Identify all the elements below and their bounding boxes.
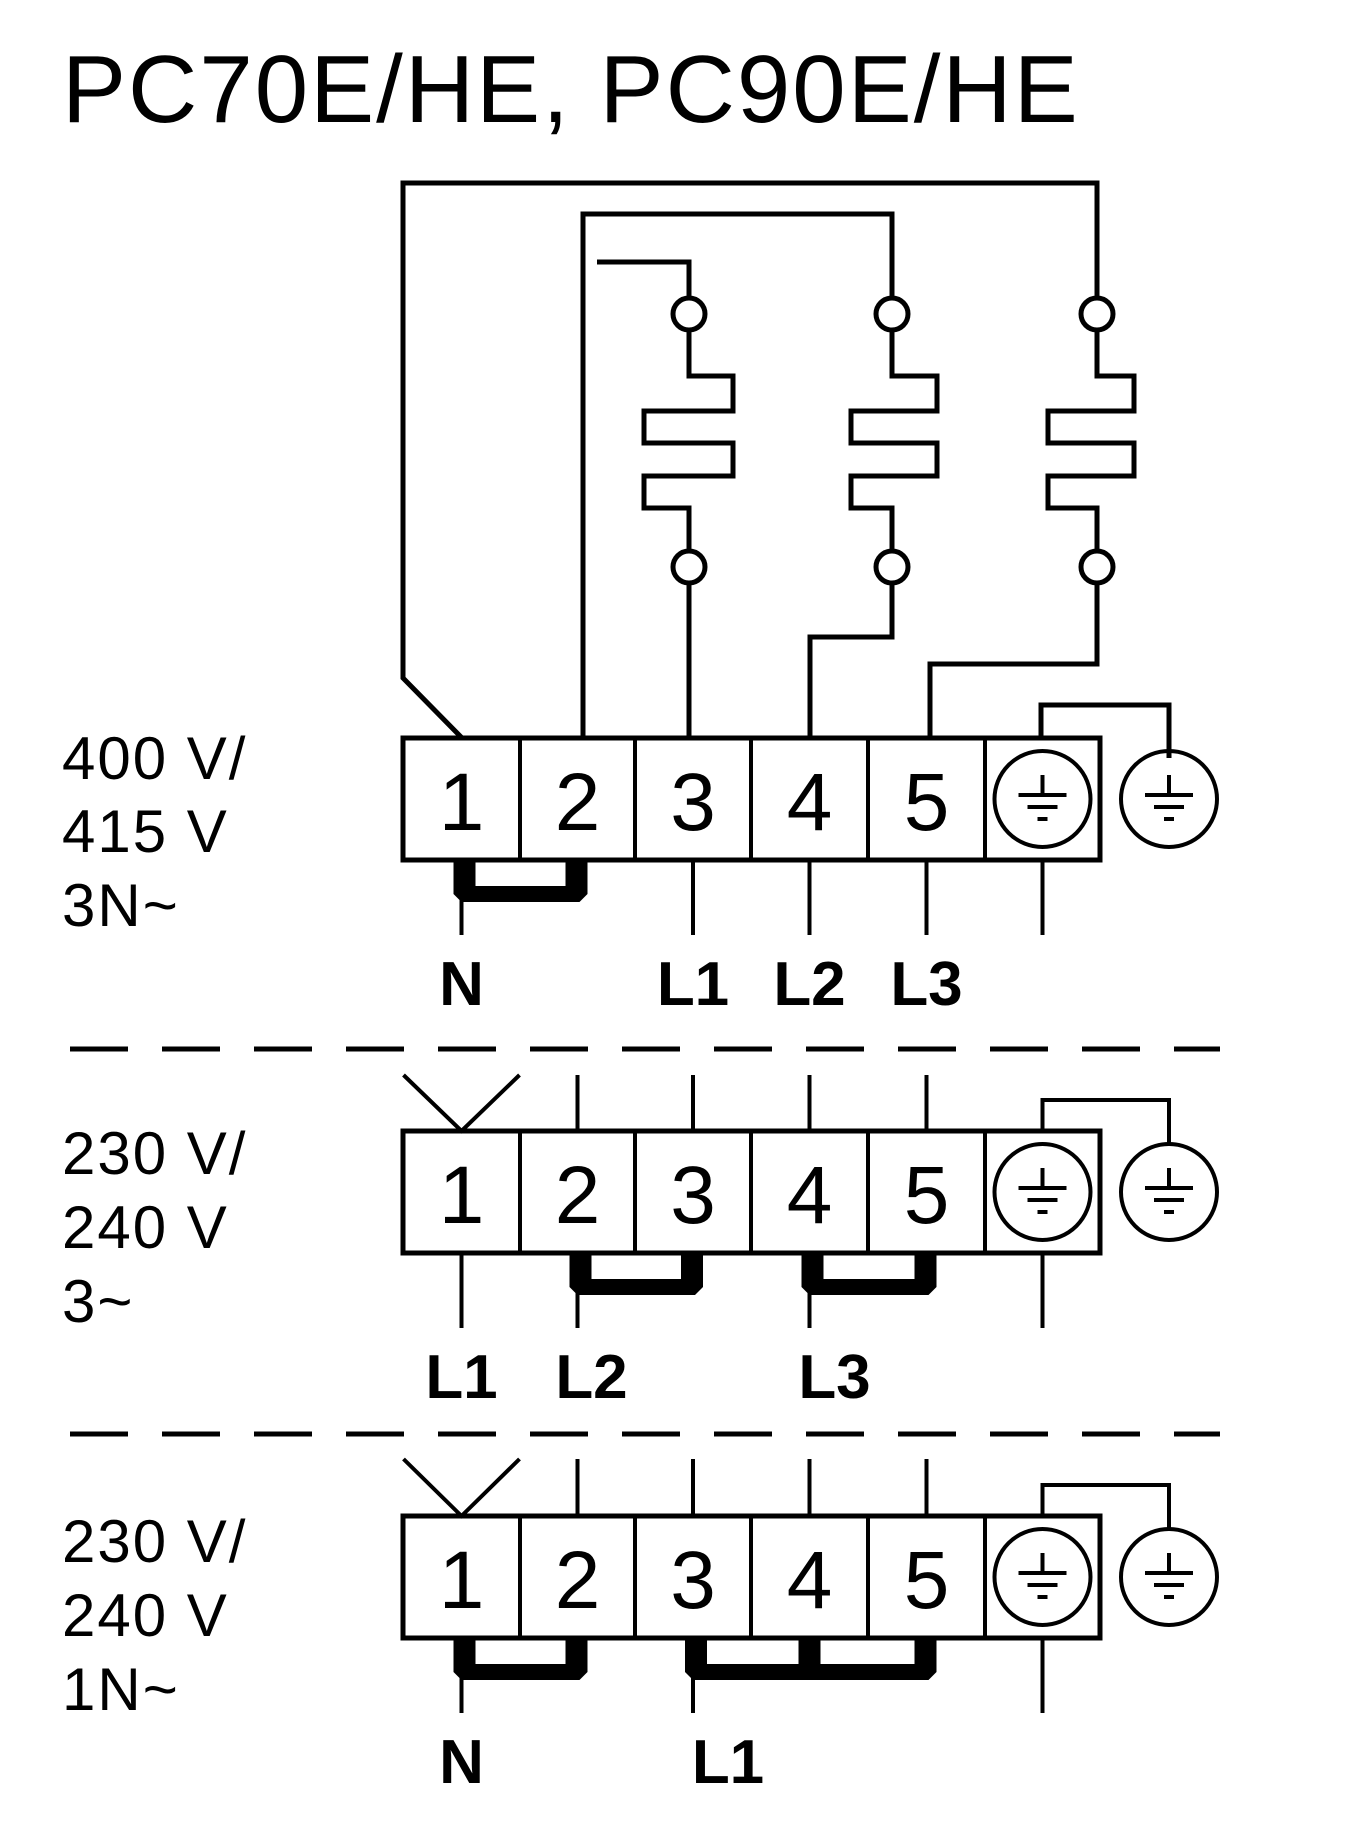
voltage-label-section-1: 400 V/ 415 V 3N~: [62, 725, 247, 939]
bridge-link: [569, 1253, 703, 1295]
heating-element-3: [927, 295, 1137, 738]
heating-element-2: [807, 295, 940, 738]
wire-element1-to-terminal1: [597, 259, 692, 298]
voltage-line-1: 400 V/: [62, 725, 247, 792]
voltage-line-3: 1N~: [62, 1656, 180, 1723]
terminal-4: 4: [787, 1535, 833, 1626]
protective-earth-icon: [992, 749, 1093, 849]
line-label-l1: L1: [425, 1343, 497, 1412]
bridge-link: [453, 1638, 588, 1680]
line-label-n: N: [439, 950, 484, 1019]
terminal-1: 1: [439, 1535, 485, 1626]
heating-element-1: [641, 295, 736, 738]
line-label-l1: L1: [692, 1728, 764, 1797]
protective-earth-icon: [1119, 749, 1219, 849]
voltage-line-2: 240 V: [62, 1582, 229, 1649]
protective-earth-icon: [1119, 1527, 1219, 1627]
bridge-link: [801, 1253, 937, 1295]
bridge-link: [453, 860, 588, 902]
line-label-n: N: [439, 1728, 484, 1797]
terminal-1: 1: [439, 1150, 485, 1241]
bridge-link-joint: [798, 1638, 821, 1680]
line-label-l2: L2: [773, 950, 845, 1019]
voltage-line-3: 3~: [62, 1268, 134, 1335]
voltage-label-section-3: 230 V/ 240 V 1N~: [62, 1508, 247, 1723]
voltage-line-3: 3N~: [62, 872, 180, 939]
voltage-line-2: 415 V: [62, 798, 229, 865]
line-label-l3: L3: [890, 950, 962, 1019]
protective-earth-icon: [992, 1142, 1093, 1242]
voltage-line-2: 240 V: [62, 1194, 229, 1261]
terminal-4: 4: [787, 757, 833, 848]
terminal-5: 5: [904, 1535, 950, 1626]
heating-elements: [400, 180, 1172, 758]
terminal-5: 5: [904, 757, 950, 848]
wire-element3-to-terminal1: [400, 180, 1100, 740]
terminal-5: 5: [904, 1150, 950, 1241]
voltage-label-section-2: 230 V/ 240 V 3~: [62, 1120, 247, 1335]
wire-element2-to-terminal2: [580, 211, 895, 738]
terminal-3: 3: [670, 757, 716, 848]
line-label-l1: L1: [657, 950, 729, 1019]
terminal-2: 2: [555, 1150, 601, 1241]
earth-link-1: [1038, 702, 1172, 758]
terminal-3: 3: [670, 1535, 716, 1626]
bridge-link: [685, 1638, 937, 1680]
protective-earth-icon: [992, 1527, 1093, 1627]
voltage-line-1: 230 V/: [62, 1508, 247, 1575]
terminal-3: 3: [670, 1150, 716, 1241]
line-label-l3: L3: [798, 1343, 870, 1412]
earth-link: [1040, 1098, 1171, 1144]
earth-link: [1040, 1483, 1171, 1529]
line-label-l2: L2: [555, 1343, 627, 1412]
diagram-title: PC70E/HE, PC90E/HE: [62, 36, 1080, 143]
protective-earth-icon: [1119, 1142, 1219, 1242]
terminal-2: 2: [555, 1535, 601, 1626]
terminal-1: 1: [439, 757, 485, 848]
terminal-2: 2: [555, 757, 601, 848]
voltage-line-1: 230 V/: [62, 1120, 247, 1187]
terminal-4: 4: [787, 1150, 833, 1241]
